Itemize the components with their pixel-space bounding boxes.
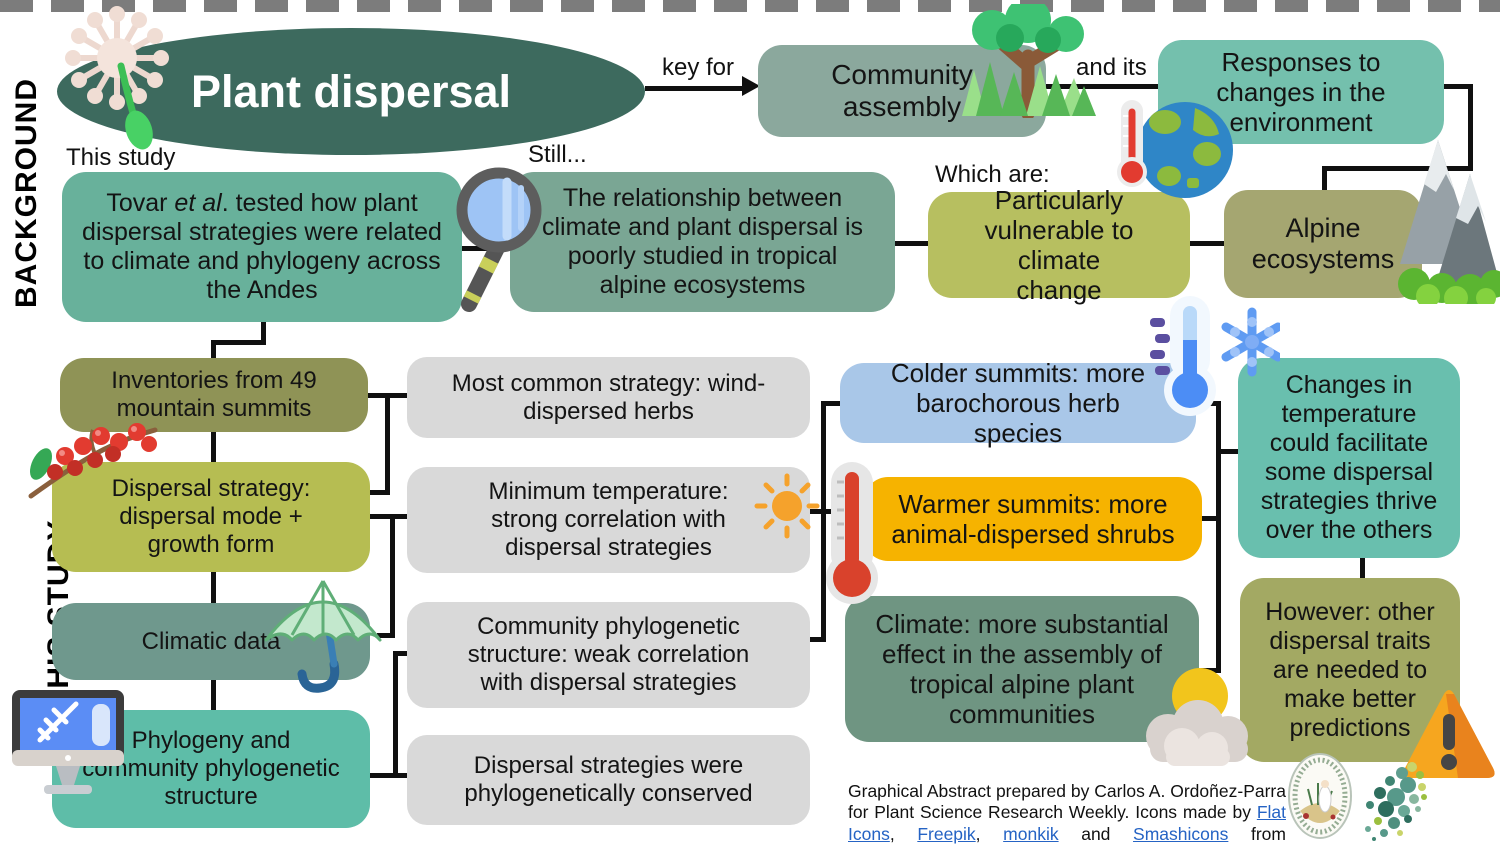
- connector-bracket-b: [390, 514, 395, 638]
- vulnerable-box: Particularly vulnerable to climate chang…: [928, 185, 1190, 305]
- connector-inputs-chain: [211, 570, 216, 604]
- dandelion-icon: [65, 6, 169, 150]
- connector-responses-elbow: [1322, 166, 1327, 194]
- dispersal-strategy-box: Dispersal strategy: dispersal mode + gro…: [52, 462, 370, 572]
- connector-bracket-c: [394, 651, 407, 656]
- warning-icon: [1403, 690, 1495, 778]
- finding-mintemp-box: Minimum temperature: strong correlation …: [407, 467, 810, 573]
- connector-bracket-c: [393, 651, 398, 778]
- relationship-box: The relationship between climate and pla…: [510, 172, 895, 312]
- inventories-box: Inventories from 49 mountain summits: [60, 358, 368, 432]
- connector-vulnerable-alpine: [1188, 241, 1226, 246]
- sun-icon: [754, 473, 820, 539]
- connector-bracket-e: [1218, 449, 1240, 454]
- connector-relationship-vulnerable: [895, 241, 930, 246]
- page-title: Plant dispersal: [190, 65, 512, 117]
- title-ellipse: Plant dispersal: [57, 28, 645, 155]
- monkik-link[interactable]: monkik: [1003, 823, 1059, 844]
- responses-box: Responses to changes in the environment: [1158, 40, 1444, 144]
- climate-effect-box: Climate: more substantial effect in the …: [845, 596, 1199, 742]
- dotted-leaf-logo: [1365, 762, 1427, 841]
- connector-responses-elbow: [1468, 84, 1473, 171]
- connector-inputs-chain: [211, 430, 216, 464]
- section-label-background: BACKGROUND: [10, 78, 43, 308]
- connector-bracket-e: [1216, 401, 1221, 673]
- cold-thermometer-icon: [1150, 296, 1280, 416]
- connector-andits-line: [1046, 84, 1158, 89]
- changes-temperature-box: Changes in temperature could facilitate …: [1238, 358, 1460, 558]
- freepik-link[interactable]: Freepik: [917, 823, 976, 844]
- connector-bracket-d: [821, 401, 826, 642]
- berries-icon: [28, 423, 158, 499]
- finding-phylostructure-box: Community phylogenetic structure: weak c…: [407, 602, 810, 708]
- warmer-summits-box: Warmer summits: more animal-dispersed sh…: [864, 477, 1202, 561]
- credit-text: Graphical Abstract prepared by Carlos A.…: [848, 780, 1286, 844]
- connector-tovar-down: [211, 340, 216, 362]
- umbrella-icon: [264, 580, 382, 693]
- finding-wind-box: Most common strategy: wind-dispersed her…: [407, 357, 810, 438]
- however-box: However: other dispersal traits are need…: [1240, 578, 1460, 762]
- finding-conserved-box: Dispersal strategies were phylogenetical…: [407, 735, 810, 825]
- connector-bracket-a: [367, 490, 389, 495]
- alpine-box: Alpine ecosystems: [1224, 190, 1422, 298]
- section-divider: [0, 0, 1500, 12]
- hot-thermometer-icon: [826, 462, 878, 604]
- smashicons-link[interactable]: Smashicons: [1133, 823, 1229, 844]
- connector-bracket-a: [385, 393, 390, 495]
- computer-phylogeny-icon: [12, 690, 124, 794]
- tovar-box: Tovar et al. tested how plant dispersal …: [62, 172, 462, 322]
- tovar-text: Tovar et al. tested how plant dispersal …: [82, 189, 442, 304]
- tree-icon: [962, 4, 1096, 118]
- still-tag: Still...: [528, 141, 587, 168]
- connector-bracket-e: [1200, 516, 1219, 521]
- flat-icons-link[interactable]: Flat Icons: [848, 802, 1286, 844]
- connector-responses-elbow: [1443, 84, 1473, 89]
- colder-summits-box: Colder summits: more barochorous herb sp…: [840, 358, 1196, 448]
- this-study-tag: This study: [66, 144, 176, 171]
- aspb-seal-logo: [1288, 753, 1352, 839]
- which-are-label: Which are:: [935, 161, 1050, 188]
- connector-changes-however: [1360, 556, 1365, 580]
- et-al-italic: et al: [174, 189, 222, 217]
- connector-inputs-chain: [211, 678, 216, 712]
- magnifier-icon: [456, 167, 542, 312]
- connector-tovar-down: [211, 340, 266, 345]
- keyfor-arrowhead-icon: [742, 76, 760, 96]
- key-for-label: key for: [662, 54, 735, 81]
- mountain-icon: [1398, 140, 1500, 304]
- connector-bracket-d: [800, 637, 825, 642]
- connector-bracket-b: [367, 514, 407, 519]
- connector-keyfor-line: [645, 86, 745, 91]
- connector-responses-elbow: [1322, 166, 1473, 171]
- connector-bracket-b: [377, 633, 394, 638]
- and-its-label: and its: [1076, 54, 1147, 81]
- sun-cloud-icon: [1146, 668, 1248, 766]
- earth-thermometer-icon: [1117, 100, 1233, 198]
- connector-bracket-d: [822, 401, 843, 406]
- community-assembly-box: Community assembly: [758, 45, 1046, 137]
- connector-tovar-down: [261, 320, 266, 345]
- connector-bracket-c: [368, 773, 407, 778]
